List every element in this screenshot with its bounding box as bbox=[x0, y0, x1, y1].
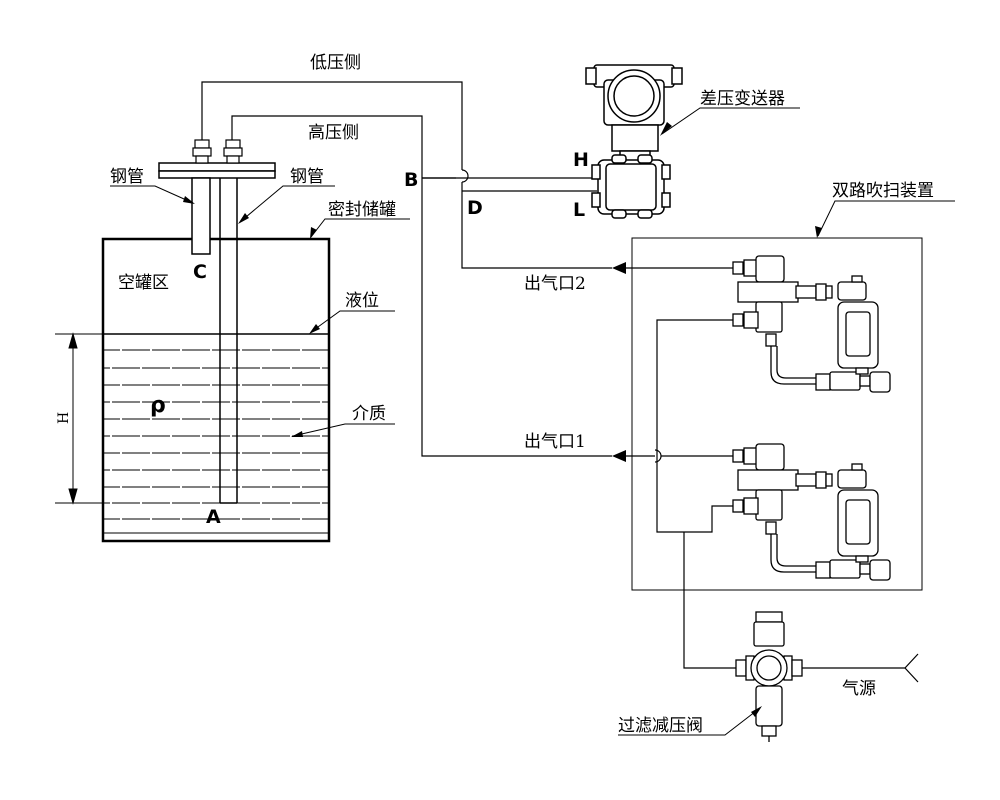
label-low-side: 低压侧 bbox=[310, 53, 361, 73]
purge-unit-lower[interactable] bbox=[732, 443, 891, 581]
flange-fitting-right bbox=[223, 139, 243, 164]
label-filter-regulator: 过滤减压阀 bbox=[618, 716, 703, 736]
label-high-side: 高压侧 bbox=[308, 123, 359, 143]
leader-arrowheads bbox=[183, 122, 822, 717]
outlet1-arrow[interactable] bbox=[612, 449, 740, 463]
label-dp-transmitter: 差压变送器 bbox=[700, 89, 785, 109]
steel-pipe-short bbox=[191, 177, 211, 255]
label-outlet1: 出气口1 bbox=[524, 432, 586, 452]
height-dimension bbox=[55, 332, 103, 505]
flange-fitting-left bbox=[192, 139, 212, 164]
label-point-c: C bbox=[193, 261, 207, 283]
label-air-source: 气源 bbox=[842, 679, 876, 699]
label-point-b: B bbox=[404, 169, 418, 191]
label-port-h: H bbox=[573, 149, 589, 171]
outlet2-arrow[interactable] bbox=[612, 262, 740, 274]
label-point-a: A bbox=[206, 506, 221, 528]
liquid-medium bbox=[103, 333, 329, 520]
tank-flange bbox=[158, 162, 276, 179]
label-outlet2: 出气口2 bbox=[524, 274, 586, 294]
steel-pipe-long bbox=[219, 178, 238, 504]
label-port-l: L bbox=[573, 199, 585, 221]
label-dual-purge: 双路吹扫装置 bbox=[832, 181, 934, 201]
label-medium: 介质 bbox=[352, 404, 386, 424]
label-density: ρ bbox=[150, 393, 166, 418]
dual-purge-box bbox=[631, 237, 923, 591]
label-point-d: D bbox=[467, 197, 483, 219]
label-height: H bbox=[56, 412, 72, 424]
purge-unit-upper[interactable] bbox=[732, 255, 891, 393]
filter-regulator[interactable] bbox=[735, 611, 803, 742]
label-empty-zone: 空罐区 bbox=[118, 273, 169, 293]
sealed-tank bbox=[101, 237, 331, 543]
impulse-lines bbox=[201, 81, 612, 457]
label-steel-pipe-right: 钢管 bbox=[290, 167, 324, 187]
label-liquid-level: 液位 bbox=[345, 291, 379, 311]
label-sealed-tank: 密封储罐 bbox=[328, 200, 396, 220]
dp-transmitter[interactable] bbox=[585, 64, 683, 219]
label-steel-pipe-left: 钢管 bbox=[110, 167, 144, 187]
purge-air-lines bbox=[656, 319, 919, 683]
